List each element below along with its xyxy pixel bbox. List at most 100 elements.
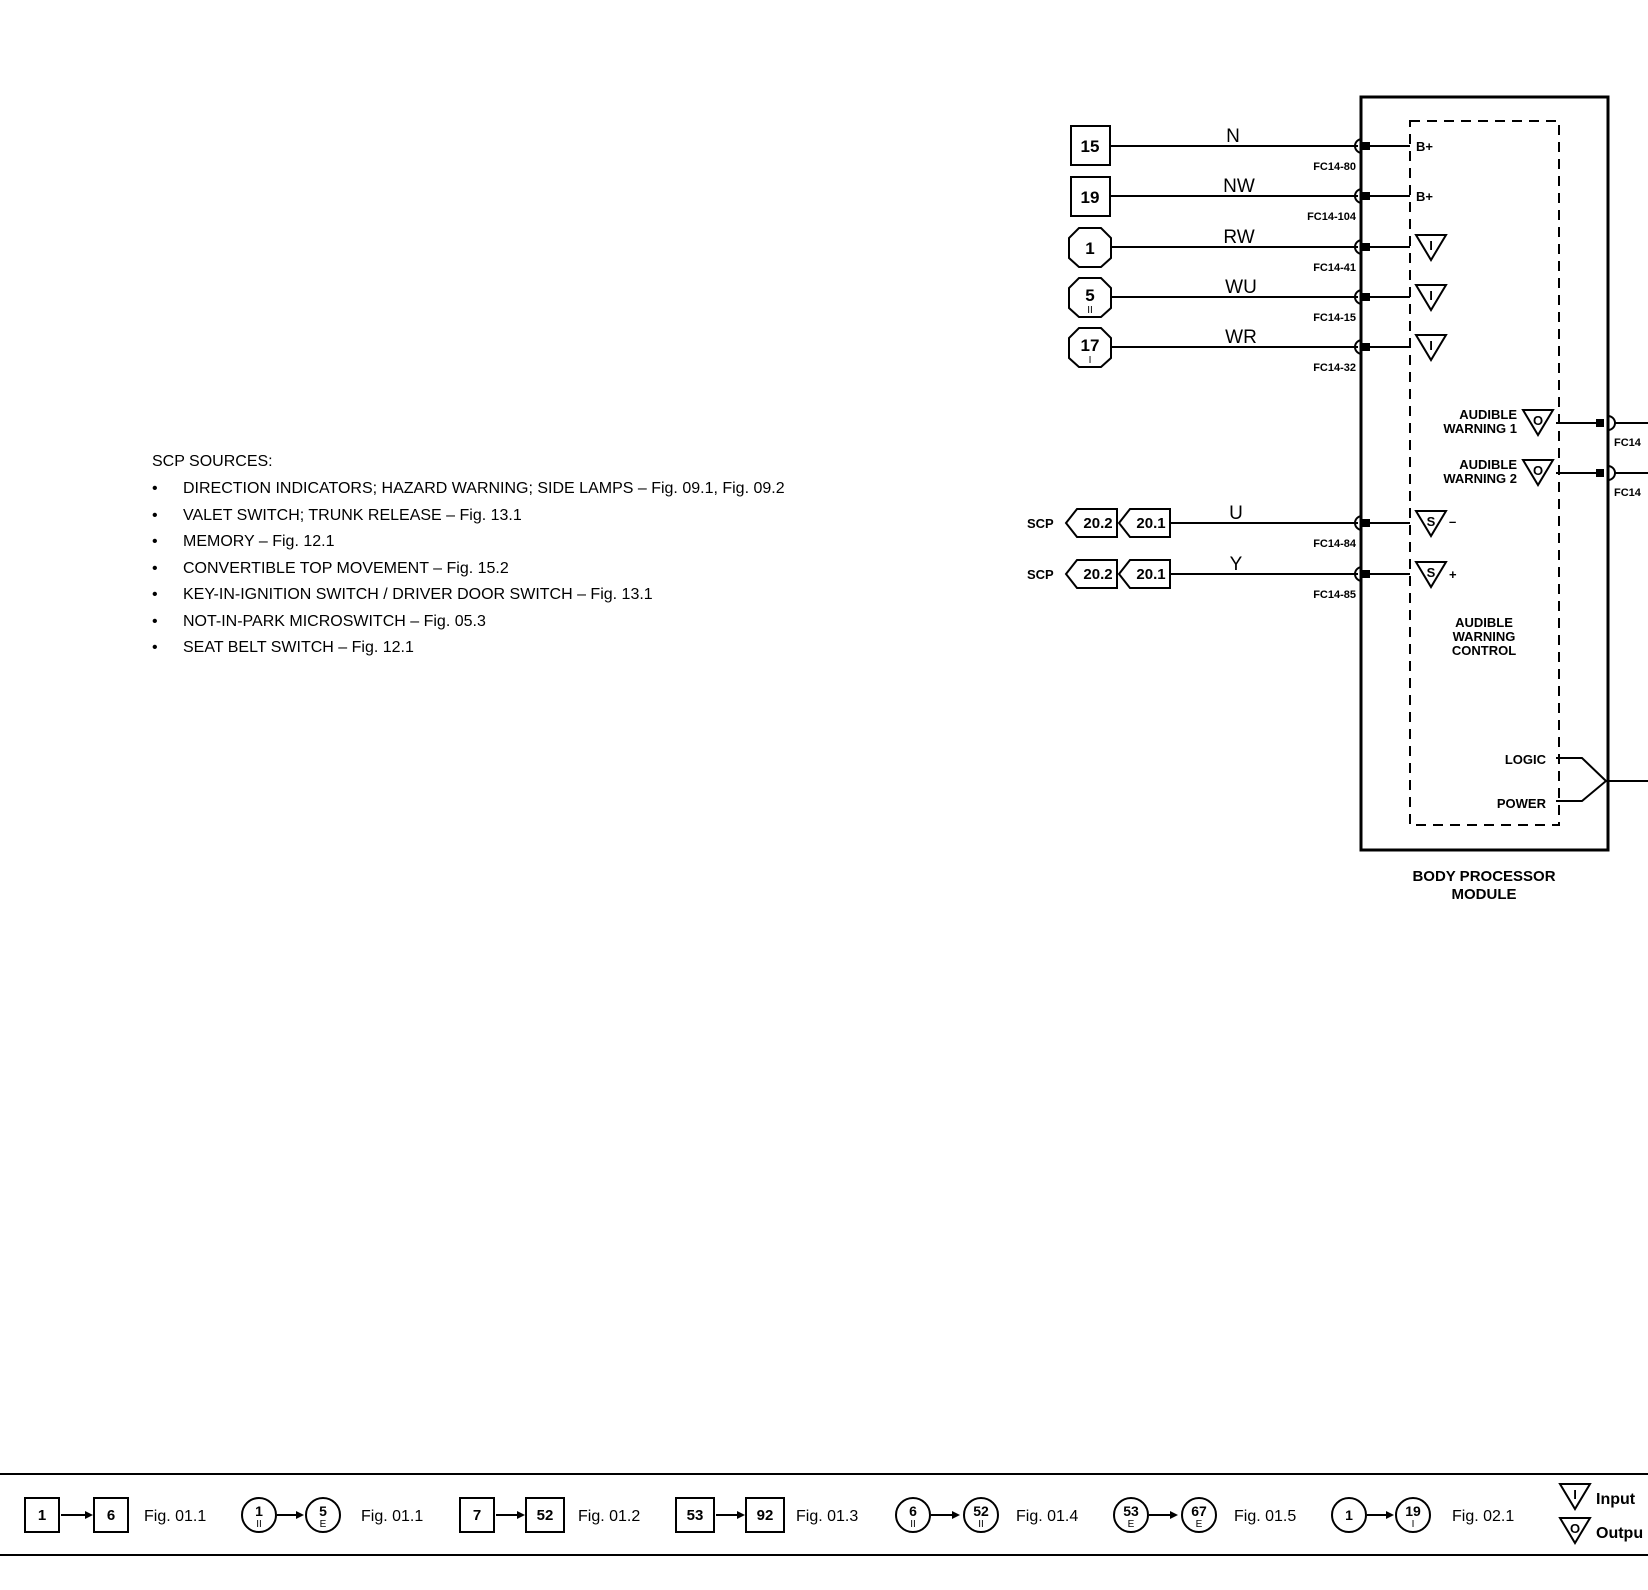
ref-number: 20.2	[1083, 515, 1112, 532]
svg-text:•: •	[152, 480, 158, 497]
legend-from: 7	[473, 1507, 481, 1524]
pin-label: FC14-15	[1313, 312, 1356, 324]
output-symbol-icon	[1521, 459, 1555, 487]
notes-item: • CONVERTIBLE TOP MOVEMENT – Fig. 15.2	[152, 560, 509, 577]
input-symbol-icon	[1414, 334, 1448, 362]
legend-entry[interactable]: 1 6 Fig. 01.1	[24, 1497, 206, 1533]
control-label-line3: CONTROL	[1452, 643, 1516, 658]
legend-fig: Fig. 01.5	[1234, 1508, 1296, 1525]
wire-color: WU	[1225, 277, 1257, 298]
module-box	[1359, 95, 1610, 852]
ref-box-octagon[interactable]	[1068, 227, 1112, 268]
ref-number: 15	[1081, 137, 1100, 156]
scp-label: SCP	[1027, 516, 1054, 531]
legend-from: 1	[38, 1507, 46, 1524]
ref-number: 5	[1085, 286, 1094, 305]
legend-entry[interactable]: 53 92 Fig. 01.3	[675, 1497, 858, 1533]
notes-item-text: MEMORY – Fig. 12.1	[183, 533, 335, 550]
input-row: 5 II WU FC14-15 I	[1068, 277, 1448, 324]
ref-arrow-box[interactable]	[1064, 559, 1118, 589]
scp-label: SCP	[1027, 567, 1054, 582]
notes-item: • MEMORY – Fig. 12.1	[152, 533, 335, 550]
pin-label: FC14-32	[1313, 362, 1356, 374]
input-symbol-letter: I	[1429, 338, 1433, 353]
ref-box-square[interactable]	[1070, 125, 1111, 166]
ref-number: 20.1	[1136, 515, 1165, 532]
legend-fig: Fig. 01.1	[144, 1508, 206, 1525]
legend-from: 1	[1345, 1507, 1353, 1523]
legend-key: I Input O Outpu	[1558, 1483, 1643, 1545]
legend-fig: Fig. 02.1	[1452, 1508, 1514, 1525]
legend-entry[interactable]: 1 19 I Fig. 02.1	[1331, 1497, 1514, 1533]
notes-item-text: CONVERTIBLE TOP MOVEMENT – Fig. 15.2	[183, 560, 509, 577]
legend-to: 19	[1405, 1503, 1421, 1519]
pin-terminal	[1362, 343, 1370, 351]
pin-terminal	[1362, 519, 1370, 527]
logic-label: LOGIC	[1505, 752, 1547, 767]
legend-from-sub: II	[256, 1519, 262, 1530]
legend-entry[interactable]: 53 E 67 E Fig. 01.5	[1113, 1497, 1296, 1533]
notes-heading: SCP SOURCES:	[152, 453, 273, 470]
scp-symbol-letter: S	[1427, 514, 1436, 529]
module-title: BODY PROCESSOR MODULE	[1412, 868, 1555, 903]
pin-terminal	[1362, 293, 1370, 301]
input-symbol-letter: I	[1429, 288, 1433, 303]
pin-terminal	[1362, 192, 1370, 200]
legend-to-sub: I	[1412, 1519, 1415, 1530]
wire-color: N	[1226, 126, 1240, 147]
notes-item-text: VALET SWITCH; TRUNK RELEASE – Fig. 13.1	[183, 507, 522, 524]
output-label-line1: AUDIBLE	[1459, 457, 1517, 472]
output-row: AUDIBLE WARNING 2 O FC14	[1443, 457, 1648, 499]
legend-entry[interactable]: 7 52 Fig. 01.2	[459, 1497, 640, 1533]
ref-number: 19	[1081, 188, 1100, 207]
pin-label: FC14-41	[1313, 262, 1356, 274]
legend-to: 52	[973, 1503, 989, 1519]
module-pin-label: B+	[1416, 189, 1433, 204]
scp-row: SCP 20.2 20.1 U FC14-84 S –	[1027, 503, 1456, 550]
input-symbol-letter: I	[1429, 238, 1433, 253]
svg-text:•: •	[152, 586, 158, 603]
output-symbol-letter: O	[1533, 413, 1543, 428]
legend-from: 6	[909, 1503, 917, 1519]
legend-to: 92	[757, 1507, 774, 1524]
legend-from: 53	[1123, 1503, 1139, 1519]
control-label-line2: WARNING	[1453, 629, 1516, 644]
input-key-letter: I	[1573, 1487, 1577, 1502]
scp-symbol-letter: S	[1427, 565, 1436, 580]
pin-label: FC14-85	[1313, 589, 1356, 601]
wire-color: U	[1229, 503, 1243, 524]
legend-from-sub: E	[1128, 1519, 1135, 1530]
input-row: 19 NW FC14-104 B+	[1070, 176, 1433, 223]
notes-item-text: DIRECTION INDICATORS; HAZARD WARNING; SI…	[183, 480, 785, 497]
ref-arrow-box[interactable]	[1064, 508, 1118, 538]
module-title-line2: MODULE	[1452, 886, 1517, 903]
input-symbol-icon	[1414, 284, 1448, 312]
legend-from-sub: II	[910, 1519, 916, 1530]
legend-fig: Fig. 01.3	[796, 1508, 858, 1525]
scp-symbol-icon	[1414, 561, 1448, 589]
ref-subscript: II	[1087, 305, 1093, 316]
module-pin-label: B+	[1416, 139, 1433, 154]
pin-label: FC14	[1614, 487, 1642, 499]
legend-from: 53	[687, 1507, 704, 1524]
scp-sign: +	[1449, 567, 1457, 582]
ref-box-octagon[interactable]	[1068, 277, 1112, 318]
svg-text:•: •	[152, 507, 158, 524]
wire-color: Y	[1230, 554, 1243, 575]
legend-entry[interactable]: 1 II 5 E Fig. 01.1	[241, 1497, 423, 1533]
pin-terminal	[1362, 570, 1370, 578]
legend-to: 5	[319, 1503, 327, 1519]
pin-terminal	[1596, 419, 1604, 427]
legend-to: 67	[1191, 1503, 1207, 1519]
pin-label: FC14-104	[1307, 211, 1357, 223]
ref-box-octagon[interactable]	[1068, 327, 1112, 368]
legend-entry[interactable]: 6 II 52 II Fig. 01.4	[895, 1497, 1078, 1533]
legend-to-sub: E	[320, 1519, 327, 1530]
output-symbol-icon	[1521, 409, 1555, 437]
notes-item: • SEAT BELT SWITCH – Fig. 12.1	[152, 639, 414, 656]
module-title-line1: BODY PROCESSOR	[1412, 868, 1555, 885]
ref-number: 17	[1081, 336, 1100, 355]
ref-box-square[interactable]	[1070, 176, 1111, 217]
legend-fig: Fig. 01.4	[1016, 1508, 1078, 1525]
